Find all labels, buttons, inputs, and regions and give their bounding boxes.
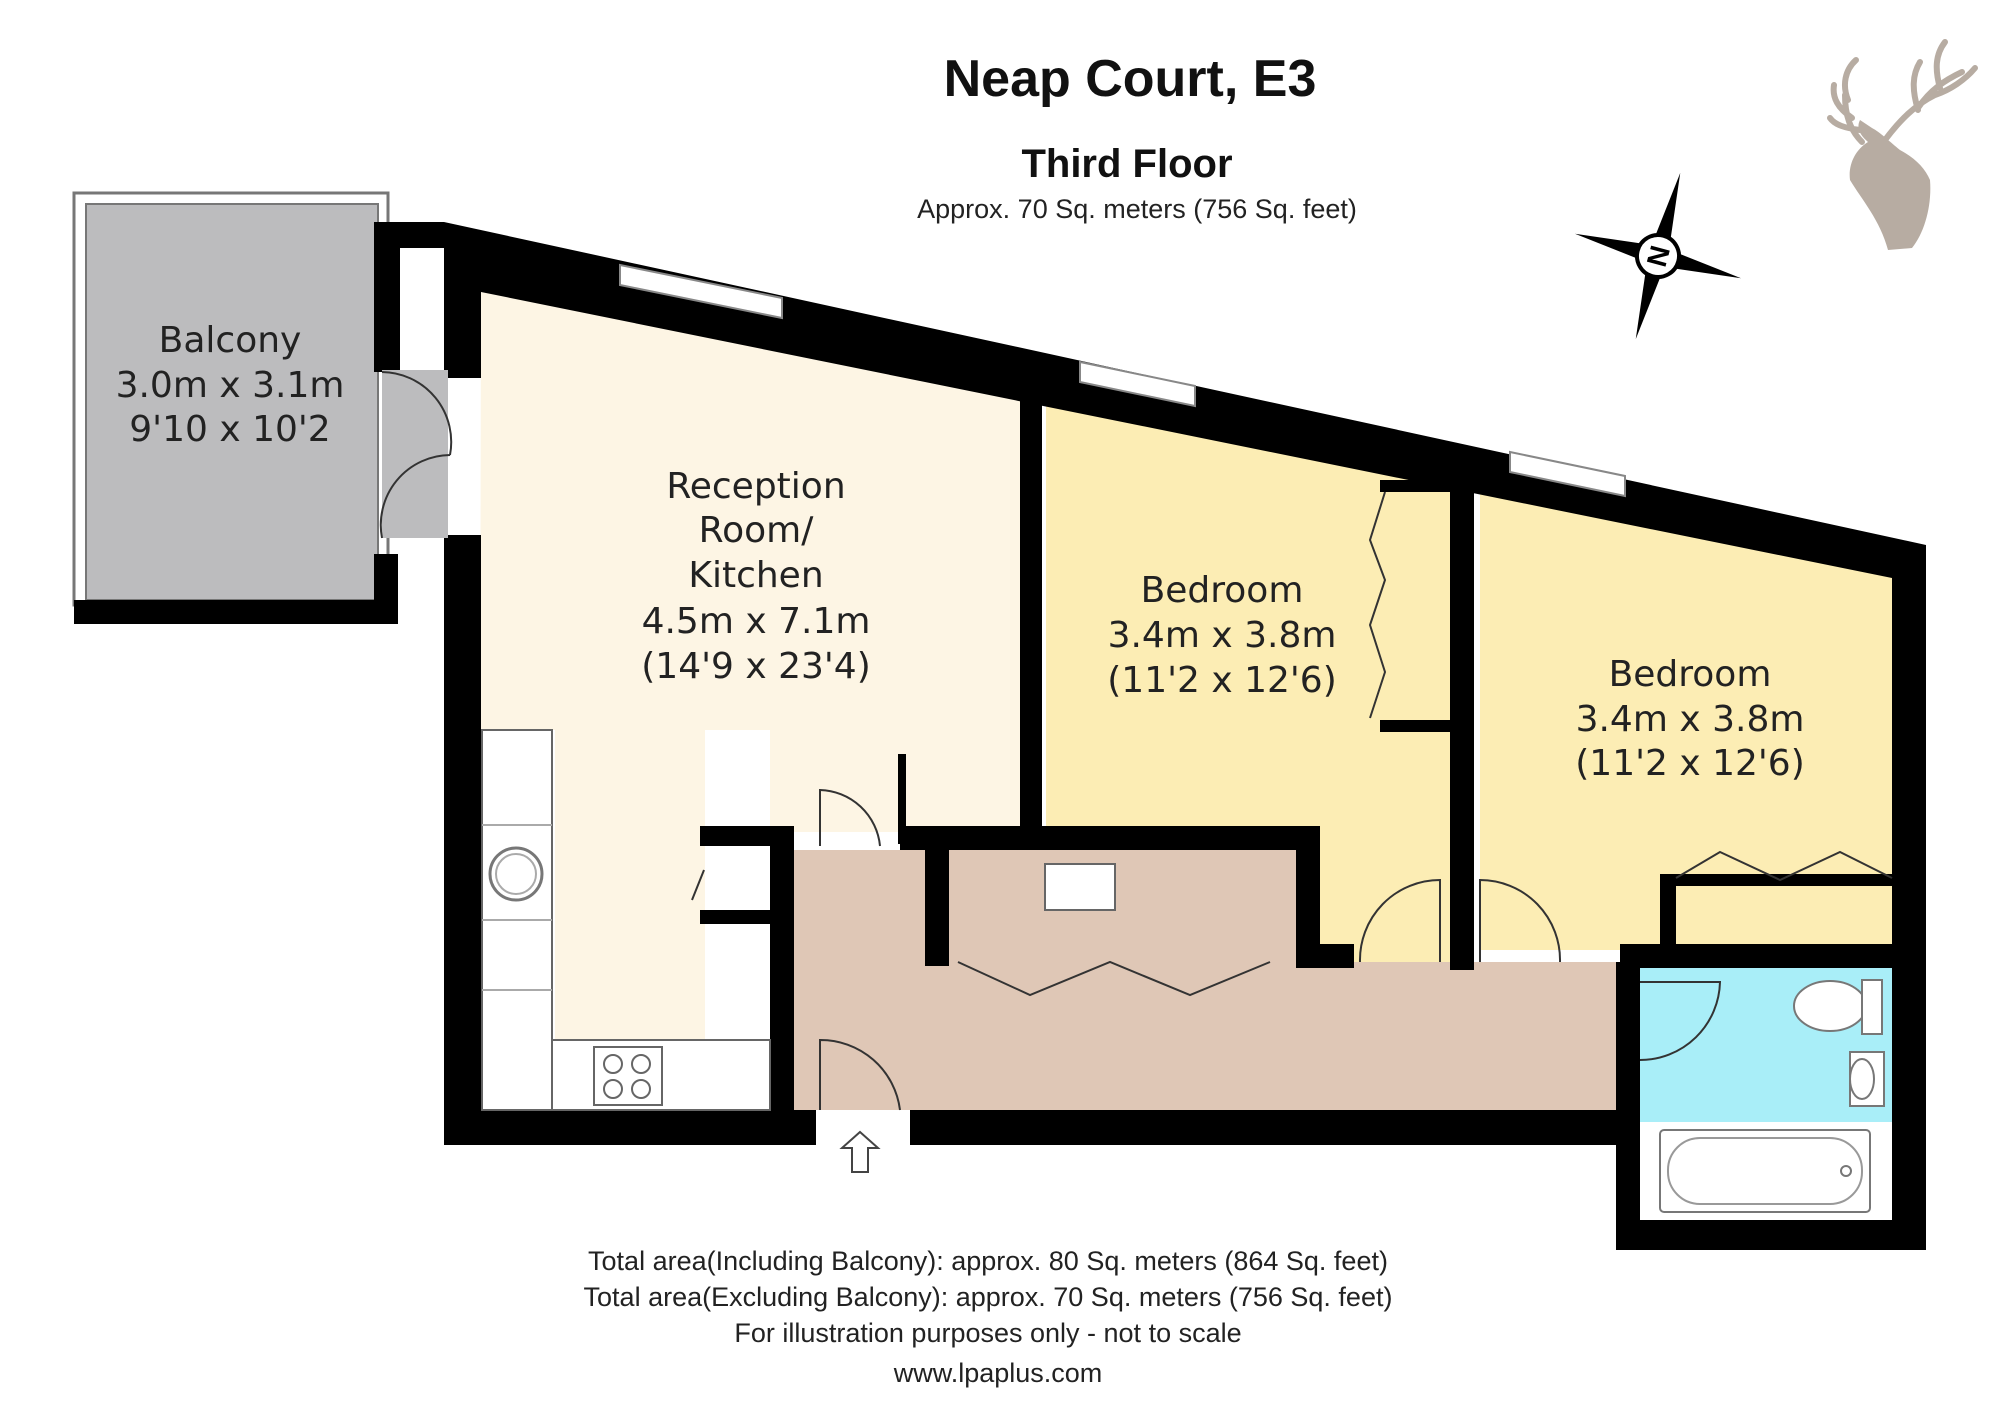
- disclaimer: For illustration purposes only - not to …: [734, 1318, 1241, 1348]
- bedroom-1-label: Bedroom 3.4m x 3.8m (11'2 x 12'6): [1107, 570, 1337, 701]
- bedroom-2-name: Bedroom: [1609, 654, 1772, 695]
- bedroom-2-floor: [1480, 482, 1900, 950]
- reception-room-floor: [480, 268, 1026, 832]
- hallway-floor: [790, 850, 1625, 1110]
- website: www.lpaplus.com: [893, 1358, 1103, 1388]
- bedroom-1-floor: [1046, 392, 1470, 968]
- balcony-imperial: 9'10 x 10'2: [129, 409, 330, 450]
- kitchen-sink-icon: [488, 846, 544, 902]
- reception-imperial: (14'9 x 23'4): [641, 646, 871, 687]
- bedroom-2-imperial: (11'2 x 12'6): [1575, 743, 1805, 784]
- compass-icon: N: [1574, 172, 1742, 340]
- floor-name: Third Floor: [1021, 142, 1232, 186]
- reception-label: Reception Room/ Kitchen 4.5m x 7.1m (14'…: [641, 466, 871, 687]
- total-area-including: Total area(Including Balcony): approx. 8…: [588, 1246, 1388, 1276]
- toilet-icon: [1793, 979, 1883, 1035]
- reception-metric: 4.5m x 7.1m: [642, 601, 871, 642]
- plan-title: Neap Court, E3: [944, 50, 1317, 108]
- cupboard-floor: [948, 850, 1306, 962]
- balcony-floor: [85, 203, 379, 601]
- basin-icon: [1849, 1051, 1885, 1107]
- balcony-label: Balcony 3.0m x 3.1m 9'10 x 10'2: [116, 320, 345, 450]
- bedroom-2-label: Bedroom 3.4m x 3.8m (11'2 x 12'6): [1575, 654, 1805, 784]
- stag-logo-icon: [1827, 39, 1978, 250]
- floor-area: Approx. 70 Sq. meters (756 Sq. feet): [917, 194, 1357, 224]
- balcony-metric: 3.0m x 3.1m: [116, 365, 345, 406]
- reception-name-1: Reception: [666, 466, 845, 507]
- reception-name-2: Room/: [699, 510, 815, 551]
- bedroom-2-metric: 3.4m x 3.8m: [1576, 699, 1805, 740]
- balcony-name: Balcony: [159, 320, 302, 361]
- bathtub-icon: [1659, 1129, 1871, 1213]
- reception-name-3: Kitchen: [688, 555, 823, 596]
- hob-icon: [593, 1046, 663, 1106]
- entrance-arrow-icon: [839, 1130, 881, 1173]
- total-area-excluding: Total area(Excluding Balcony): approx. 7…: [584, 1282, 1393, 1312]
- bedroom-1-name: Bedroom: [1141, 570, 1304, 611]
- bedroom-1-imperial: (11'2 x 12'6): [1107, 660, 1337, 701]
- bedroom-1-metric: 3.4m x 3.8m: [1108, 615, 1337, 656]
- footer-notes: Total area(Including Balcony): approx. 8…: [584, 1246, 1393, 1388]
